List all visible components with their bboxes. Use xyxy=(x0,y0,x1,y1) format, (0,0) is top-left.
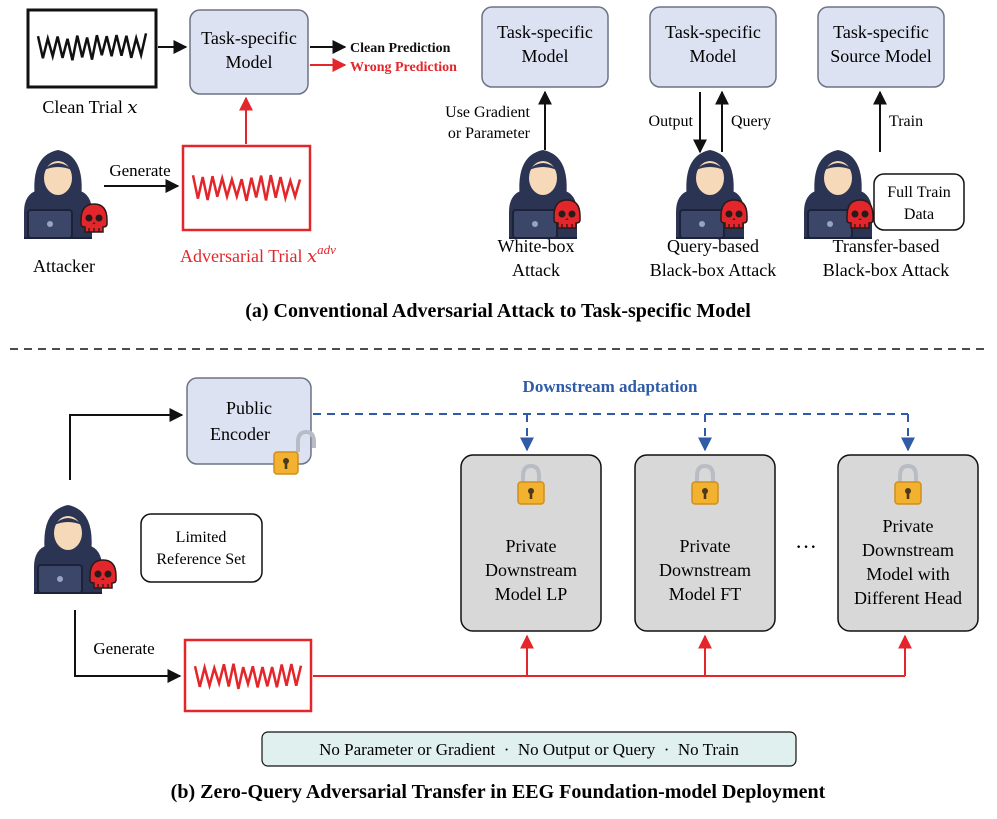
wrong-prediction-label: Wrong Prediction xyxy=(350,60,457,75)
skull-icon xyxy=(720,199,748,229)
full-train-data-line2: Data xyxy=(904,206,934,223)
attacker-to-encoder-arrow xyxy=(69,408,184,480)
query-caption-line1: Query-based xyxy=(667,236,759,256)
query-model-line1: Task-specific xyxy=(665,22,761,42)
clean-trial-waveform xyxy=(36,33,148,62)
public-encoder-box xyxy=(186,377,312,465)
public-encoder-line2: Encoder xyxy=(210,424,270,444)
skull-icon xyxy=(80,203,108,233)
query-model-box xyxy=(649,6,777,88)
adversarial-trial-waveform xyxy=(191,173,302,203)
source-model-line2: Source Model xyxy=(830,46,931,66)
downstream-adaptation-label: Downstream adaptation xyxy=(523,377,698,396)
private-lp-line3: Model LP xyxy=(495,584,568,604)
full-train-data-box xyxy=(873,173,965,231)
query-label: Query xyxy=(731,113,771,130)
source-model-box xyxy=(817,6,945,88)
private-head-line1: Private xyxy=(883,516,934,536)
reference-set-line1: Limited xyxy=(176,529,227,546)
private-model-head-box xyxy=(837,454,979,632)
reference-set-line2: Reference Set xyxy=(156,551,246,568)
output-label: Output xyxy=(649,113,694,130)
skull-icon xyxy=(846,199,874,229)
transfer-caption-line2: Black-box Attack xyxy=(823,260,949,280)
adversarial-trial-box xyxy=(181,144,312,232)
source-model-line1: Task-specific xyxy=(833,22,929,42)
whitebox-model-line1: Task-specific xyxy=(497,22,593,42)
private-model-ft-box xyxy=(634,454,776,632)
attacker-label: Attacker xyxy=(33,256,95,276)
section-b-title: (b) Zero-Query Adversarial Transfer in E… xyxy=(171,781,826,803)
private-head-line4: Different Head xyxy=(854,588,962,608)
task-model-label-line2: Model xyxy=(226,52,273,72)
private-head-line2: Downstream xyxy=(862,540,954,560)
private-model-lp-box xyxy=(460,454,602,632)
generate-label-bottom: Generate xyxy=(93,639,154,658)
private-lp-line2: Downstream xyxy=(485,560,577,580)
more-models-ellipsis: ··· xyxy=(795,534,817,559)
private-lp-line1: Private xyxy=(506,536,557,556)
constraints-text: No Parameter or Gradient · No Output or … xyxy=(319,740,739,759)
private-ft-line1: Private xyxy=(680,536,731,556)
full-train-data-line1: Full Train xyxy=(887,184,951,201)
constraints-box xyxy=(261,731,797,767)
clean-trial-box xyxy=(26,8,158,89)
clean-prediction-label: Clean Prediction xyxy=(350,41,451,56)
section-a-title: (a) Conventional Adversarial Attack to T… xyxy=(245,300,751,322)
transfer-caption-line1: Transfer-based xyxy=(833,236,940,256)
generate-label-top: Generate xyxy=(109,161,170,180)
whitebox-arrow-label-line2: or Parameter xyxy=(448,125,531,142)
whitebox-caption-line2: Attack xyxy=(512,260,560,280)
query-caption-line2: Black-box Attack xyxy=(650,260,776,280)
generate-arrow-bottom xyxy=(74,610,182,683)
adversarial-trial-waveform-bottom xyxy=(193,662,303,691)
reference-set-box xyxy=(140,513,263,583)
skull-icon xyxy=(553,199,581,229)
train-label: Train xyxy=(889,113,923,130)
private-ft-line2: Downstream xyxy=(659,560,751,580)
task-model-box xyxy=(189,9,309,95)
private-ft-line3: Model FT xyxy=(669,584,742,604)
public-encoder-line1: Public xyxy=(226,398,272,418)
whitebox-caption-line1: White-box xyxy=(498,236,575,256)
whitebox-model-box xyxy=(481,6,609,88)
whitebox-model-line2: Model xyxy=(522,46,569,66)
query-model-line2: Model xyxy=(690,46,737,66)
private-head-line3: Model with xyxy=(866,564,950,584)
task-model-label-line1: Task-specific xyxy=(201,28,297,48)
adversarial-trial-label: Adversarial Trial 𝑥adv xyxy=(180,242,336,266)
clean-trial-label: Clean Trial 𝑥 xyxy=(42,97,137,117)
skull-icon xyxy=(89,559,117,589)
whitebox-arrow-label-line1: Use Gradient xyxy=(445,104,530,121)
